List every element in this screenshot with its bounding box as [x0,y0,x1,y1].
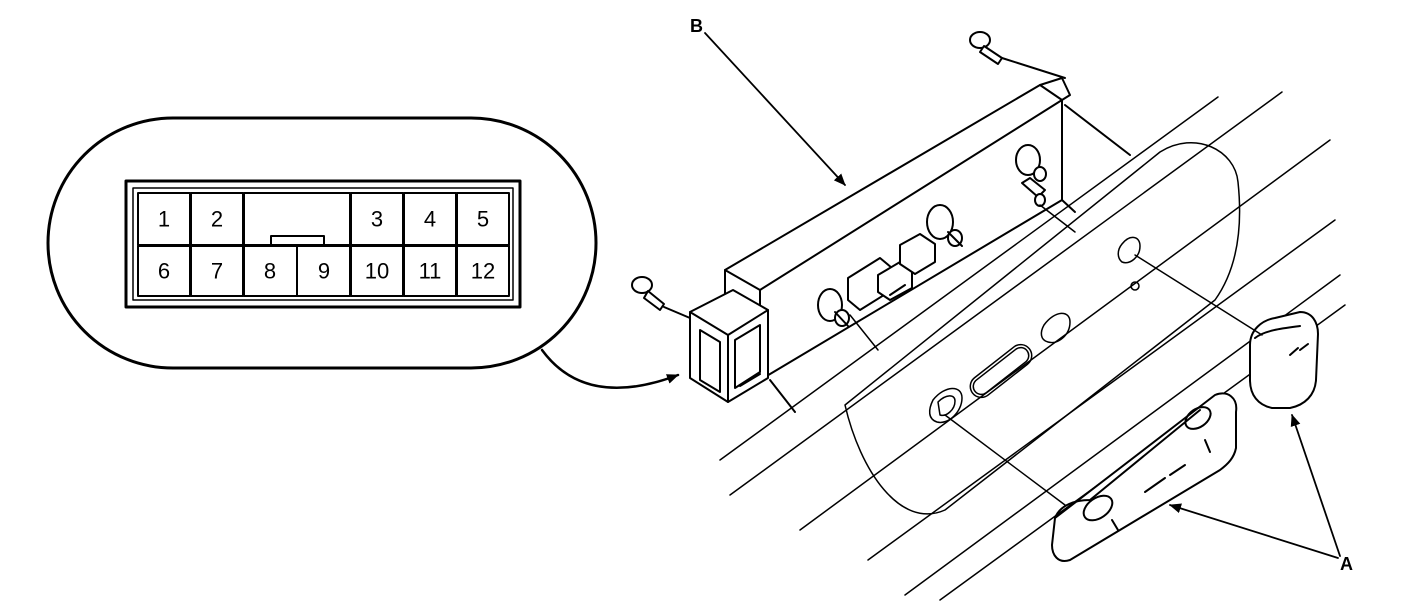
pin-11: 11 [419,259,442,284]
pin-7: 7 [211,259,223,284]
pin-1: 1 [158,207,170,232]
pin-12: 12 [471,259,495,284]
pin-5: 5 [477,207,489,232]
pin-10: 10 [365,259,389,284]
detail-arrow [540,348,680,390]
callout-a-label: A [1340,554,1353,574]
switch-assembly [689,77,1076,413]
callout-a-leader-large [1169,503,1339,559]
pin-9: 9 [318,259,330,284]
connector-detail-outline [46,116,598,370]
callout-a-leader-small [1290,414,1341,557]
guide-lines [849,204,1263,506]
pin-3: 3 [371,207,383,232]
pin-6: 6 [158,259,170,284]
screw-lower [631,276,691,319]
callout-b-leader [704,32,846,186]
connector-detail: 1 2 3 4 5 6 7 8 9 10 11 12 [46,116,598,370]
pin-8: 8 [264,259,276,284]
knob-small [1249,311,1319,409]
callout-b-label: B [690,16,703,36]
knob-large [1051,392,1238,562]
connector-face [124,179,522,309]
pin-2: 2 [211,207,223,232]
pin-4: 4 [424,207,436,232]
screw-upper [969,31,1131,156]
